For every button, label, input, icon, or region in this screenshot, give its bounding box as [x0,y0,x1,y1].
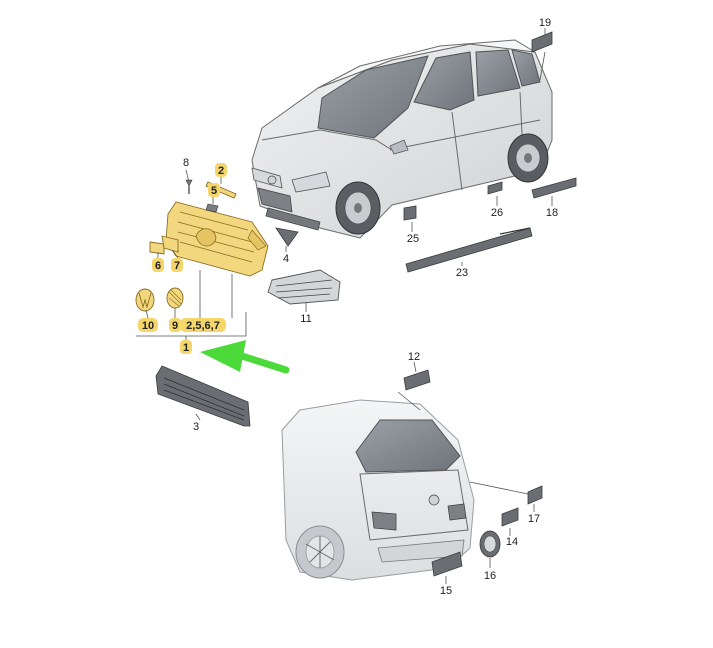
callout-7: 7 [174,260,180,272]
trim-strip-15[interactable] [431,551,463,577]
trim-strip-14[interactable] [501,507,519,527]
leader-lines [136,28,553,584]
callout-labels: 8 2 5 6 7 10 9 2,5,6,7 1 3 4 11 12 14 15… [142,17,558,597]
callout-23: 23 [456,267,468,279]
callout-25: 25 [407,233,419,245]
callout-14: 14 [506,536,518,548]
door-molding-23[interactable] [405,227,533,273]
side-molding-18[interactable] [531,177,577,199]
green-arrow-icon [200,340,290,374]
badge-base-9[interactable] [166,287,184,309]
clip-5[interactable] [205,203,219,213]
trim-strip-26[interactable] [487,181,503,195]
front-car-illustration [251,39,553,239]
emblem-7[interactable] [161,235,179,253]
trim-strip-25[interactable] [403,205,417,221]
callout-2-5-6-7: 2,5,6,7 [186,320,220,332]
callout-15: 15 [440,585,452,597]
callout-2: 2 [218,165,224,177]
callout-9: 9 [172,320,178,332]
callout-26: 26 [491,207,503,219]
rear-car-illustration [281,399,475,581]
trim-strip-19[interactable] [531,31,553,53]
callout-18: 18 [546,207,558,219]
screw-8[interactable] [185,179,193,194]
callout-12: 12 [408,351,420,363]
bracket-4[interactable] [275,227,299,247]
callout-11: 11 [300,313,311,325]
trim-strip-17[interactable] [527,485,543,505]
callout-8: 8 [183,157,189,169]
highlight-badges [138,163,227,354]
callout-19: 19 [539,17,551,29]
lower-grille-3[interactable] [155,365,251,427]
callout-3: 3 [193,421,199,433]
trim-strip-12[interactable] [403,369,431,391]
callout-10: 10 [142,320,154,332]
callout-16: 16 [484,570,496,582]
front-grille-part[interactable] [165,201,269,277]
vw-badge-10[interactable] [135,288,155,312]
fog-light-grille-11[interactable] [267,269,341,305]
callout-4: 4 [283,253,289,265]
callout-1: 1 [183,342,189,354]
callout-17: 17 [528,513,540,525]
emblem-6[interactable] [149,241,165,255]
rear-badge-16[interactable] [479,530,501,558]
callout-5: 5 [211,185,217,197]
callout-6: 6 [155,260,161,272]
